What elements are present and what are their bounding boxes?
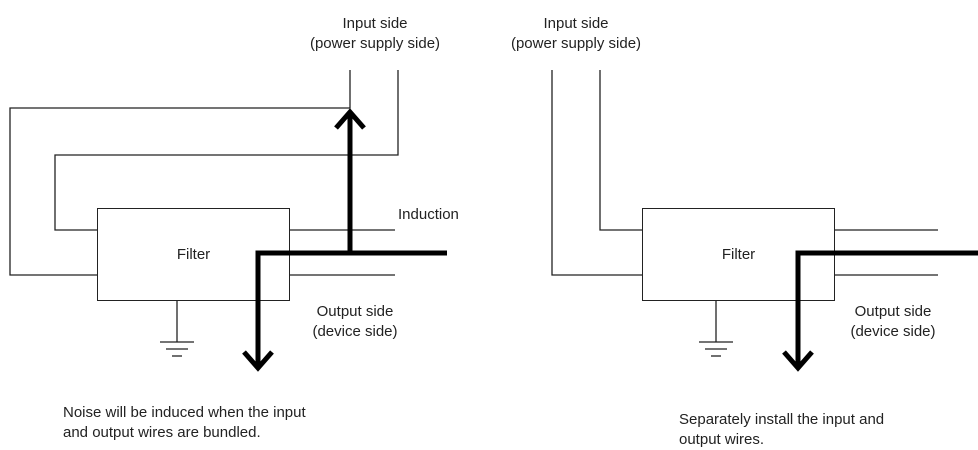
right-output-label: Output side (device side)	[833, 302, 953, 342]
left-input-label-line2: (power supply side)	[309, 35, 441, 52]
left-induction-arrowhead-up	[334, 108, 366, 130]
left-caption: Noise will be induced when the input and…	[63, 403, 306, 443]
left-output-label: Output side (device side)	[295, 302, 415, 342]
left-input-wire-inner	[54, 70, 399, 231]
right-caption: Separately install the input and output …	[679, 410, 884, 450]
right-input-label-line1: Input side	[543, 15, 609, 32]
left-input-label: Input side (power supply side)	[275, 14, 475, 54]
right-input-label-line2: (power supply side)	[510, 35, 642, 52]
left-input-wire-outer	[9, 70, 351, 276]
left-input-label-line1: Input side	[342, 15, 408, 32]
right-noise-path-overlay	[795, 250, 835, 301]
left-noise-arrowhead-down	[242, 350, 274, 372]
left-wires	[9, 70, 399, 357]
left-induction-label: Induction	[398, 206, 459, 223]
right-filter-label: Filter	[721, 246, 756, 263]
left-caption-line1: Noise will be induced when the input	[63, 404, 306, 421]
right-input-label: Input side (power supply side)	[476, 14, 676, 54]
right-wires	[551, 70, 938, 357]
left-output-label-line1: Output side	[316, 303, 394, 320]
right-caption-line1: Separately install the input and	[679, 411, 885, 428]
left-caption-line2: and output wires are bundled.	[63, 424, 261, 441]
left-filter-label: Filter	[176, 246, 211, 263]
right-input-wire-inner	[599, 70, 642, 231]
right-caption-line2: output wires.	[679, 431, 765, 448]
left-noise-path-overlay	[255, 250, 290, 301]
left-output-label-line2: (device side)	[312, 323, 398, 340]
right-output-label-line2: (device side)	[850, 323, 936, 340]
right-output-label-line1: Output side	[854, 303, 932, 320]
right-input-wire-outer	[551, 70, 642, 276]
right-noise-arrowhead-down	[782, 350, 814, 372]
